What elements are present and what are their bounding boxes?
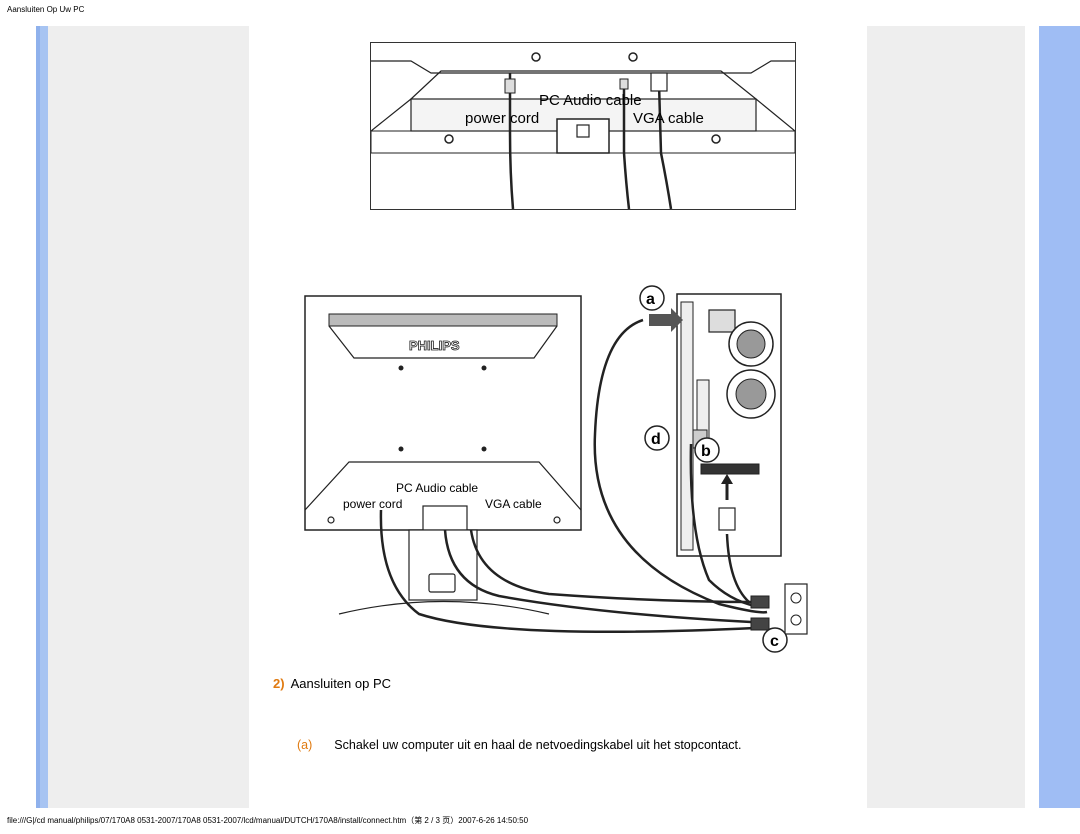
bottom-label-vga-cable: VGA cable [485,497,542,511]
monitor-connectors-figure: PC Audio cable power cord VGA cable [370,42,796,210]
left-decorative-stripe [36,26,48,808]
top-label-power-cord: power cord [465,110,539,127]
marker-d: d [644,425,670,451]
marker-a-label: a [646,291,655,308]
pc-connection-figure: PHILIPS PC Audio cable power cord VGA ca… [299,284,819,666]
marker-b-label: b [701,443,711,460]
step-text: Schakel uw computer uit en haal de netvo… [334,738,742,752]
section-title: Aansluiten op PC [290,676,392,691]
bottom-label-power-cord: power cord [343,497,402,511]
page-footer-path: file:///G|/cd manual/philips/07/170A8 05… [7,816,529,825]
right-margin-panel [867,26,1025,808]
marker-c: c [762,627,788,653]
marker-a: a [639,285,665,311]
marker-d-label: d [651,431,661,448]
section-heading: 2) Aansluiten op PC [273,676,391,691]
top-label-vga-cable: VGA cable [633,110,704,127]
left-margin-panel [48,26,249,808]
top-label-pc-audio-cable: PC Audio cable [539,92,642,109]
right-gap [1025,26,1039,808]
right-decorative-stripe [1039,26,1080,808]
monitor-brand-logo: PHILIPS [409,338,460,353]
step-item: (a) Schakel uw computer uit en haal de ne… [297,738,741,752]
monitor-connectors-illustration: PC Audio cable power cord VGA cable [370,52,796,210]
pc-connection-illustration: PHILIPS PC Audio cable power cord VGA ca… [304,285,808,653]
main-content: PC Audio cable power cord VGA cable PHIL… [249,26,867,808]
marker-b: b [694,437,720,463]
marker-c-label: c [770,633,779,650]
bottom-label-pc-audio-cable: PC Audio cable [396,481,478,495]
section-number: 2) [273,676,285,691]
page-header-title: Aansluiten Op Uw PC [7,5,85,14]
step-letter: (a) [297,738,313,752]
